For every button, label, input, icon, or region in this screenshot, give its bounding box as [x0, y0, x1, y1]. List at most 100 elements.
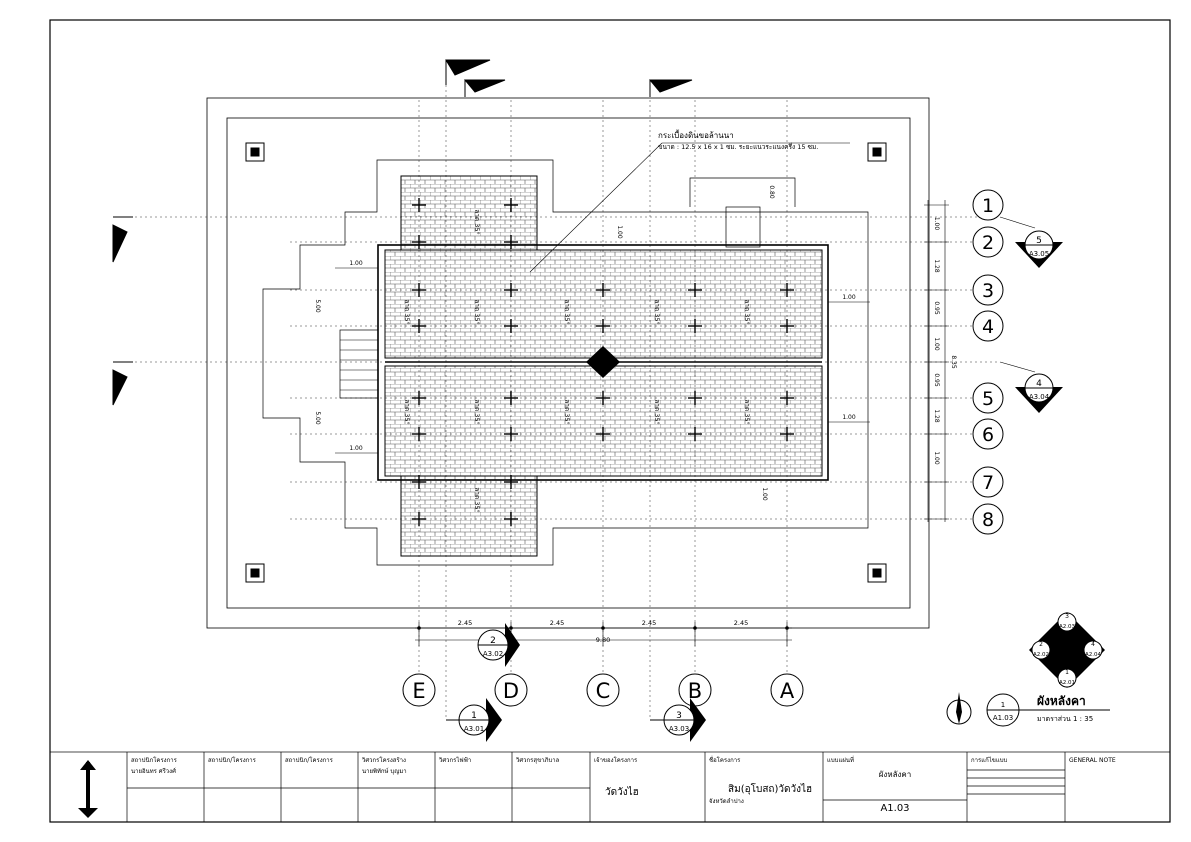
grid-number-7: 7 [982, 472, 994, 494]
tb-revision-head: การแก้ไขแบบ [971, 756, 1008, 764]
slope-labels: ลาด 35° ลาด 35° ลาด 35° ลาด 35° ลาด 35° ลาด 3… [403, 209, 751, 512]
svg-text:A1.03: A1.03 [993, 714, 1013, 722]
tb-sheet-head: แบบแผ่นที่ [827, 756, 854, 764]
section-marker-1: 1 A3.01 [446, 698, 502, 742]
grid-bubble-3 [972, 274, 1004, 306]
svg-text:5: 5 [1036, 236, 1042, 246]
grid-number-4: 4 [982, 316, 994, 338]
svg-text:1: 1 [471, 711, 477, 721]
tb-location: จังหวัดลำปาง [709, 798, 744, 805]
outer-plinth [206, 97, 930, 629]
grid-bubble-4 [972, 310, 1004, 342]
svg-text:A3.04: A3.04 [1029, 393, 1050, 401]
dim-dot [693, 626, 697, 630]
svg-text:3: 3 [1065, 613, 1069, 620]
svg-text:A2.02: A2.02 [1033, 652, 1049, 658]
grid-lines [130, 60, 1000, 720]
tb-sheet-number: A1.03 [880, 803, 909, 814]
slope-label: ลาด 35° [743, 399, 751, 424]
bottom-dim-value: 2.45 [550, 619, 564, 627]
slope-label: ลาด 35° [653, 399, 661, 424]
grid-bubble-1 [972, 189, 1004, 221]
tb-structural-head: วิศวกรโครงสร้าง [361, 756, 406, 764]
tb-owner-head: เจ้าของโครงการ [594, 756, 638, 764]
svg-text:A3.05: A3.05 [1029, 250, 1049, 258]
tb-architect-name: นายอินทร ศรีวงศ์ [131, 767, 176, 775]
tb-structural-name: นายพิทักษ์ บุญมา [362, 767, 407, 775]
grid-bubble-5 [972, 382, 1004, 414]
grid-bubble-8 [972, 503, 1004, 535]
dim-dot [417, 626, 421, 630]
slope-label: ลาด 35° [473, 299, 481, 324]
grid-letter-E: E [412, 679, 425, 703]
bottom-dim-value: 2.45 [642, 619, 656, 627]
slope-label: ลาด 35° [473, 487, 481, 512]
tb-sanitary-head: วิศวกรสุขาภิบาล [515, 757, 559, 764]
grid-bubble-E [402, 673, 436, 707]
right-dim-value: 1.28 [933, 409, 940, 423]
svg-text:1.00: 1.00 [842, 414, 856, 421]
tb-sheet-title: ผังหลังคา [879, 770, 912, 779]
grid-bubble-A [770, 673, 804, 707]
tb-owner: วัดวังไฮ [605, 786, 639, 798]
grid-number-8: 8 [982, 509, 994, 531]
grid-letter-C: C [596, 679, 611, 703]
right-dim-value: 1.00 [933, 217, 940, 231]
drawing-title-text: ผังหลังคา [1037, 694, 1086, 708]
dim-dot [601, 626, 605, 630]
slope-label: ลาด 35° [473, 399, 481, 424]
svg-text:0.80: 0.80 [768, 185, 775, 199]
inner-plinth [226, 117, 911, 609]
svg-text:2: 2 [490, 636, 496, 646]
title-block [49, 751, 1171, 823]
bottom-dim-value: 2.45 [458, 619, 472, 627]
right-dim-value: 1.28 [933, 259, 940, 273]
dim-dot [509, 626, 513, 630]
svg-text:A3.02: A3.02 [483, 650, 503, 658]
svg-text:A3.03: A3.03 [669, 725, 689, 733]
slope-label: ลาด 35° [403, 299, 411, 324]
grid-number-2: 2 [982, 232, 994, 254]
slope-label: ลาด 35° [473, 209, 481, 234]
svg-text:1.00: 1.00 [349, 445, 363, 452]
side-dimensions: 1.00 1.00 5.00 5.00 1.00 1.00 1.00 0.80 … [314, 185, 870, 501]
temple-logo-icon [78, 760, 98, 818]
slope-label: ลาด 35° [403, 399, 411, 424]
svg-text:1.00: 1.00 [761, 487, 768, 501]
grid-number-1: 1 [982, 195, 994, 217]
svg-text:5.00: 5.00 [314, 411, 321, 425]
slope-label: ลาด 35° [563, 299, 571, 324]
svg-text:1: 1 [1065, 669, 1069, 676]
grid-bubble-C [586, 673, 620, 707]
corner-posts [245, 142, 887, 583]
svg-text:1.00: 1.00 [842, 294, 856, 301]
drawing-scale: มาตราส่วน 1 : 35 [1037, 715, 1093, 723]
bottom-total-dim: 9.80 [596, 636, 610, 644]
right-dim-value: 0.95 [933, 301, 940, 315]
svg-text:4: 4 [1036, 379, 1042, 389]
svg-text:2: 2 [1039, 641, 1043, 648]
svg-text:3: 3 [676, 711, 682, 721]
right-dim-value: 0.95 [933, 373, 940, 387]
svg-text:5.00: 5.00 [314, 299, 321, 313]
tb-architect2-head: สถาปนิก/โครงการ [208, 756, 257, 764]
grid-letter-A: A [780, 679, 795, 703]
column-markers [412, 198, 794, 526]
right-total-dim: 8.35 [950, 355, 957, 369]
tb-project-head: ชื่อโครงการ [709, 756, 741, 764]
roof-annotation-title: กระเบื้องดินขอล้านนา [658, 129, 734, 140]
svg-text:1: 1 [1001, 701, 1005, 709]
svg-text:A2.03: A2.03 [1059, 624, 1076, 630]
building-outline [262, 159, 869, 566]
slope-label: ลาด 35° [653, 299, 661, 324]
slope-label: ลาด 35° [563, 399, 571, 424]
grid-number-5: 5 [982, 388, 994, 410]
key-plan: 3 A2.03 2 A2.02 4 A2.04 1 A2.01 [1029, 612, 1105, 688]
section-marker-2: 2 A3.02 [477, 623, 520, 667]
tb-electrical-head: วิศวกรไฟฟ้า [438, 756, 471, 764]
grid-bubble-7 [972, 466, 1004, 498]
right-dimensions: 1.001.280.951.000.951.281.00 [924, 204, 949, 520]
